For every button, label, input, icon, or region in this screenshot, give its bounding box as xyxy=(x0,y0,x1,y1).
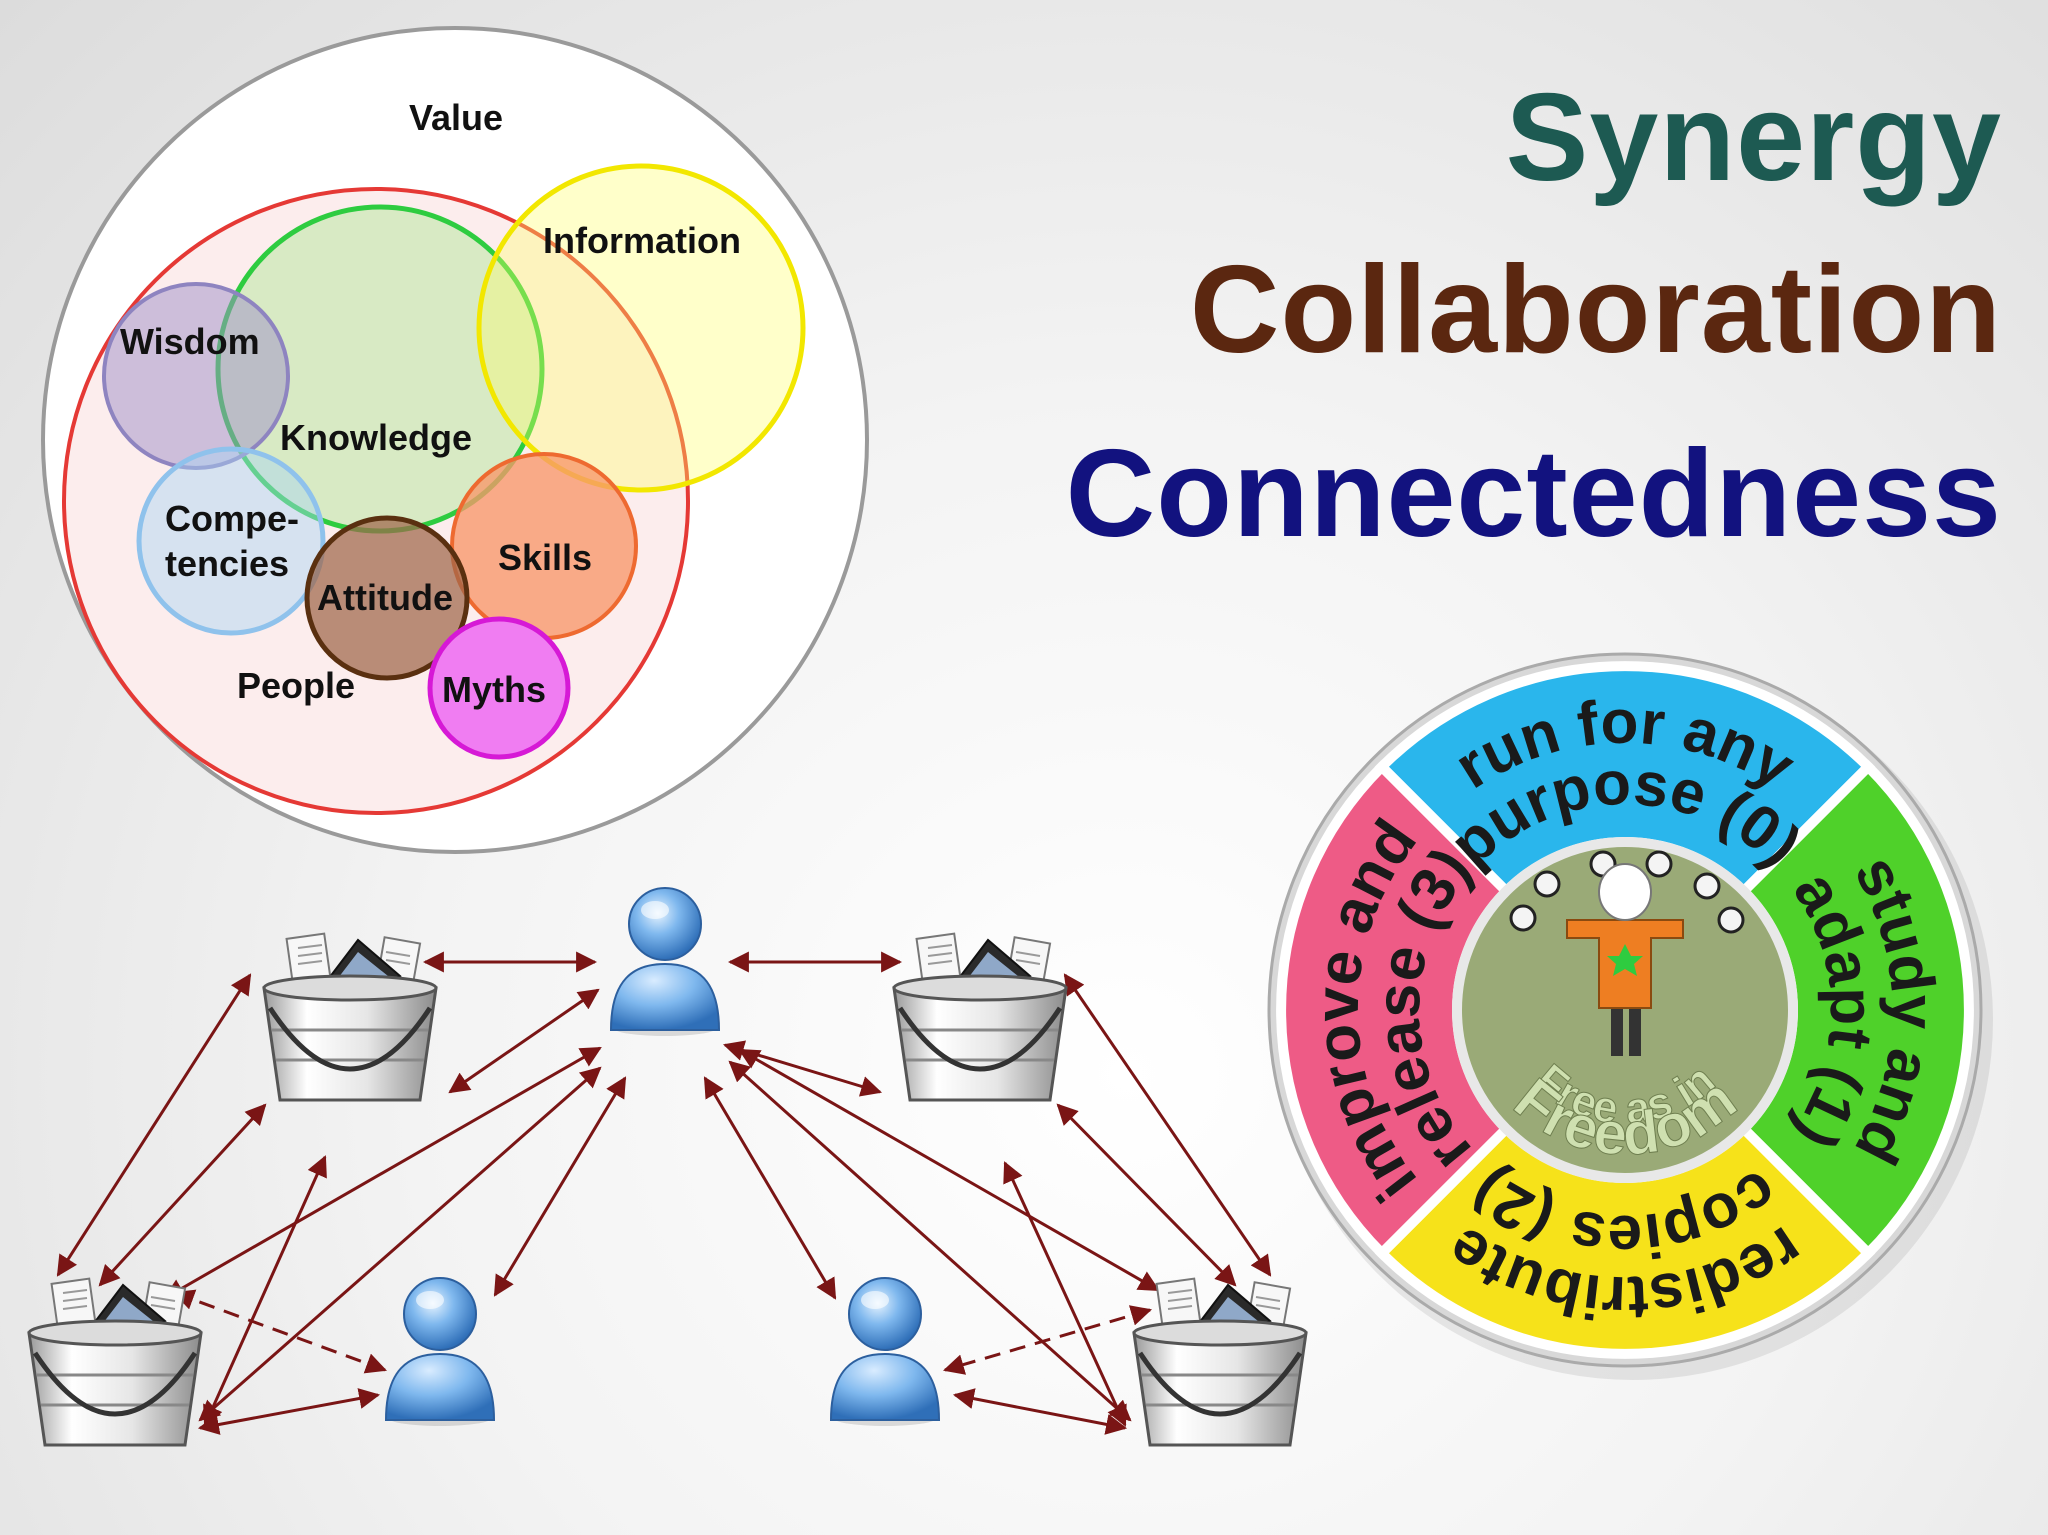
repository-bucket-icon xyxy=(894,934,1066,1100)
label-myths: Myths xyxy=(442,669,546,710)
arrow xyxy=(1003,1161,1127,1427)
arrow xyxy=(56,973,252,1277)
label-value: Value xyxy=(409,97,503,138)
network-diagram xyxy=(29,887,1306,1445)
person-icon xyxy=(385,1277,495,1427)
network-arrows xyxy=(56,951,1272,1435)
heading-connectedness: Connectedness xyxy=(1065,425,2002,563)
trademark-icon xyxy=(1645,850,1673,878)
myths-circle xyxy=(427,616,571,760)
person-icon xyxy=(830,1277,940,1427)
competencies-circle xyxy=(136,446,326,636)
public-domain-icon xyxy=(1717,906,1745,934)
wheel-center xyxy=(1452,837,1798,1183)
person-icon xyxy=(610,887,720,1037)
label-knowledge: Knowledge xyxy=(280,417,472,458)
equals-icon xyxy=(1533,870,1561,898)
heading-collaboration: Collaboration xyxy=(1189,241,2002,379)
arrow xyxy=(98,1103,267,1287)
freedom-wheel: run for any purpose (0) study and adapt … xyxy=(1267,652,1993,1380)
label-competencies-line1: Compe- xyxy=(165,498,299,539)
wisdom-circle xyxy=(102,282,290,470)
arrow xyxy=(703,1076,837,1300)
venn-outer-circle xyxy=(41,26,869,854)
label-information: Information xyxy=(543,220,741,261)
arrow xyxy=(173,1289,387,1374)
information-circle xyxy=(476,163,806,493)
repository-bucket-icon xyxy=(264,934,436,1100)
label-wisdom: Wisdom xyxy=(120,321,260,362)
repository-bucket-icon xyxy=(29,1279,201,1445)
attitude-circle xyxy=(304,515,470,681)
arrow xyxy=(952,1388,1128,1435)
arrow xyxy=(1063,973,1272,1277)
arrow xyxy=(1056,1103,1237,1287)
label-skills: Skills xyxy=(498,537,592,578)
label-competencies-line2: tencies xyxy=(165,543,289,584)
arrow xyxy=(448,988,600,1094)
label-people: People xyxy=(237,665,355,706)
arrow xyxy=(197,1388,381,1435)
arrow xyxy=(493,1076,627,1297)
freedom-mascot-icon xyxy=(1566,863,1684,1056)
venn-diagram: Value Information Wisdom Knowledge Compe… xyxy=(41,26,869,854)
arrow xyxy=(203,1155,327,1427)
label-attitude: Attitude xyxy=(317,577,453,618)
zero-icon xyxy=(1693,872,1721,900)
copyright-icon xyxy=(1509,904,1537,932)
arrow xyxy=(942,1305,1153,1375)
repository-bucket-icon xyxy=(1134,1279,1306,1445)
heading-synergy: Synergy xyxy=(1505,69,2002,207)
